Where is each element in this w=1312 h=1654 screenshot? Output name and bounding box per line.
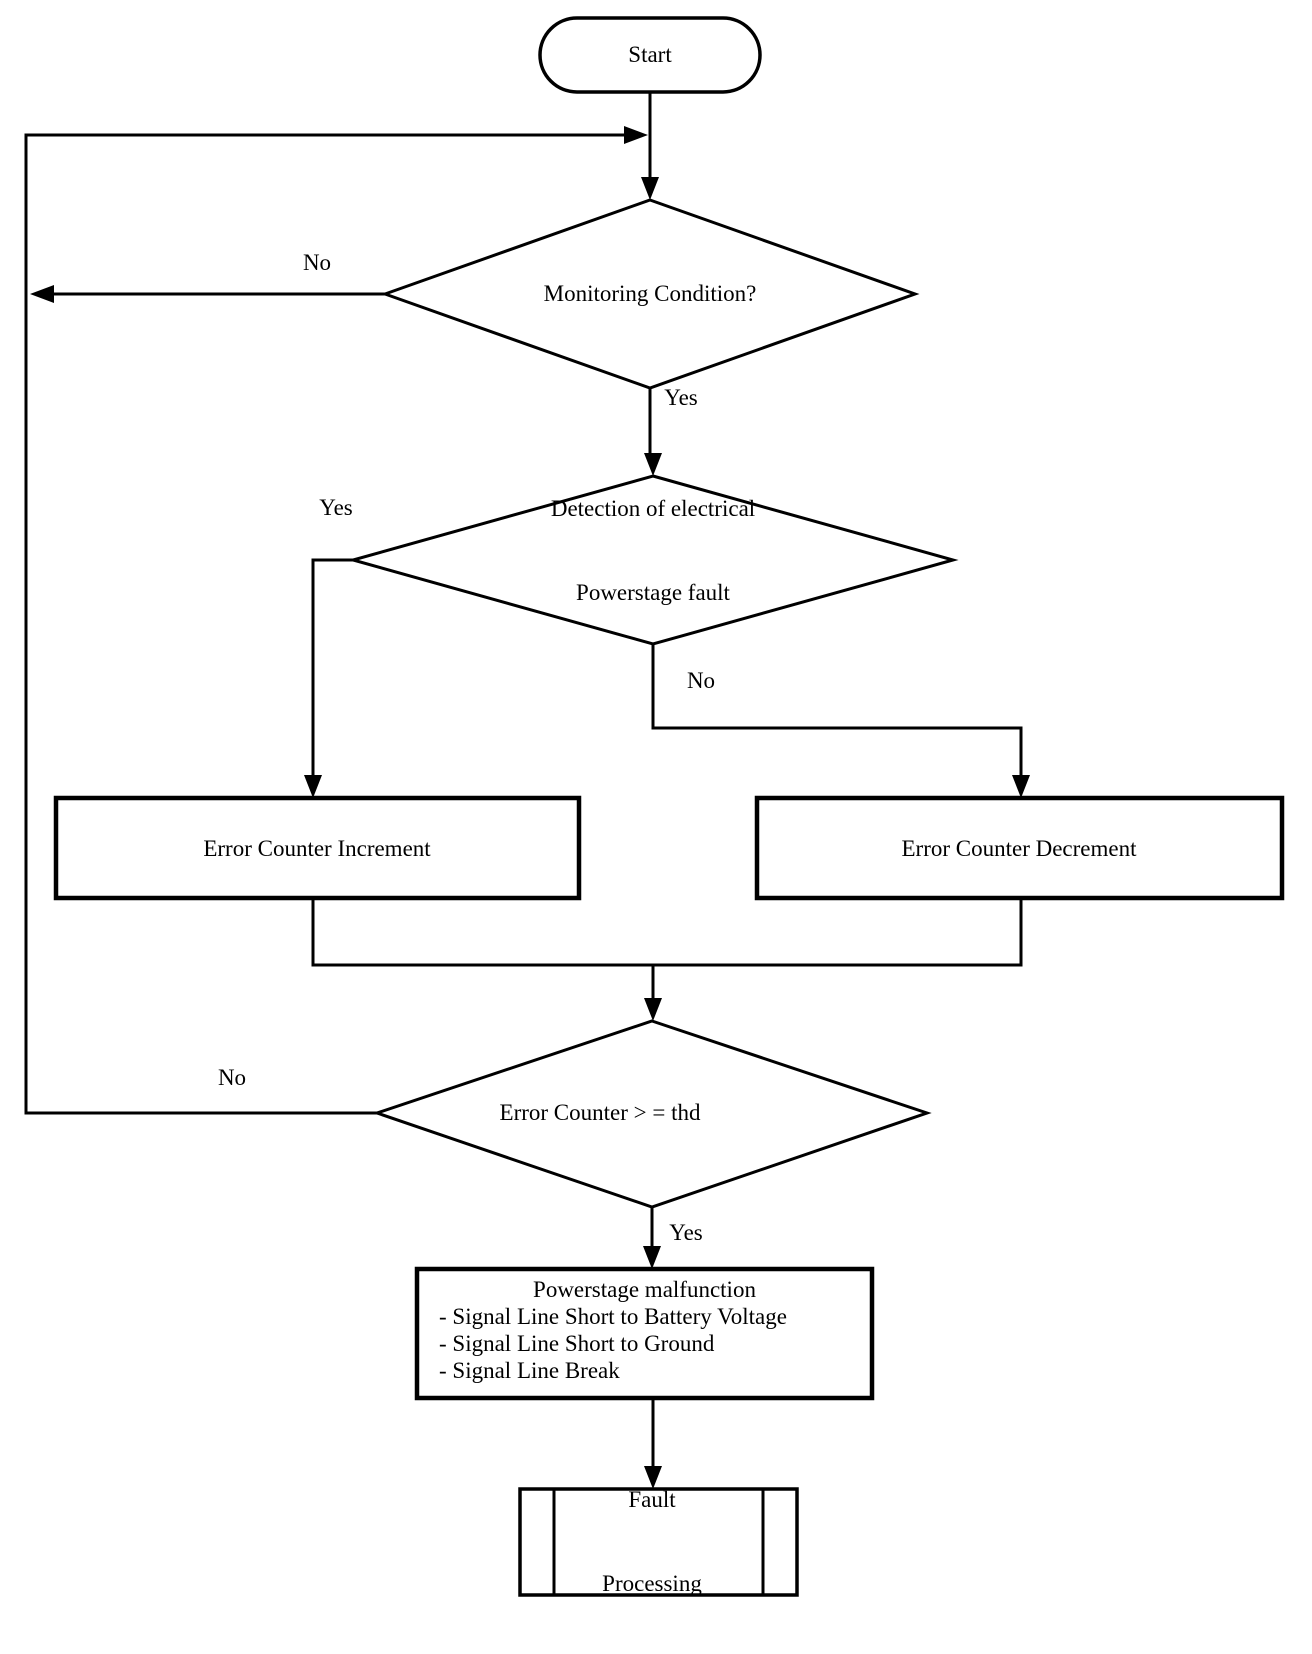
increment-process-shape (53, 795, 582, 901)
edge-label-threshold-no: No (217, 1065, 247, 1090)
edge-label-detection-yes: Yes (319, 495, 353, 520)
malfunction-item-2: - Signal Line Short to Ground (439, 1331, 715, 1356)
fault-predefined-shape (518, 1487, 799, 1597)
edge-detection-yes (311, 558, 355, 782)
monitoring-decision-shape (380, 198, 920, 390)
decrement-process-shape (754, 795, 1285, 901)
malfunction-process-shape (414, 1266, 875, 1401)
malfunction-title: Powerstage malfunction (533, 1277, 756, 1302)
edge-label-detection-no: No (686, 668, 716, 693)
arrowhead-into-threshold (644, 998, 662, 1021)
arrowhead-into-increment (304, 775, 322, 798)
malfunction-item-1: - Signal Line Short to Battery Voltage (439, 1304, 787, 1329)
threshold-decision-label: Error Counter > = thd (499, 1100, 701, 1125)
fault-process-label: Fault Processing (602, 1430, 702, 1654)
edge-detection-no (651, 642, 1023, 782)
edge-label-monitoring-yes: Yes (664, 385, 698, 410)
arrowhead-into-decrement (1012, 775, 1030, 798)
edge-label-monitoring-no: No (302, 250, 332, 275)
arrowhead-monitoring-no-left (30, 285, 54, 303)
threshold-decision-shape (372, 1019, 932, 1209)
detection-label-line1: Detection of electrical (550, 496, 756, 521)
fault-label-line2: Processing (602, 1571, 702, 1596)
edge-label-threshold-yes: Yes (669, 1220, 703, 1245)
decrement-process-label: Error Counter Decrement (901, 836, 1137, 861)
arrowhead-feedback-right (624, 126, 648, 144)
detection-label-line2: Powerstage fault (576, 580, 730, 605)
malfunction-item-3: - Signal Line Break (439, 1358, 620, 1383)
arrowhead-into-fault (644, 1466, 662, 1489)
detection-decision-label: Detection of electrical Powerstage fault (551, 439, 755, 663)
arrowhead-into-detection (644, 453, 662, 476)
monitoring-decision-label: Monitoring Condition? (543, 281, 757, 306)
increment-process-label: Error Counter Increment (203, 836, 431, 861)
start-node-label: Start (628, 42, 672, 67)
detection-decision-shape (347, 474, 959, 646)
arrowhead-into-malfunction (643, 1246, 661, 1269)
arrowhead-into-monitoring (641, 177, 659, 200)
malfunction-box-content: Powerstage malfunction - Signal Line Sho… (417, 1269, 872, 1398)
fault-label-line1: Fault (628, 1487, 676, 1512)
start-terminator-shape (538, 16, 762, 94)
